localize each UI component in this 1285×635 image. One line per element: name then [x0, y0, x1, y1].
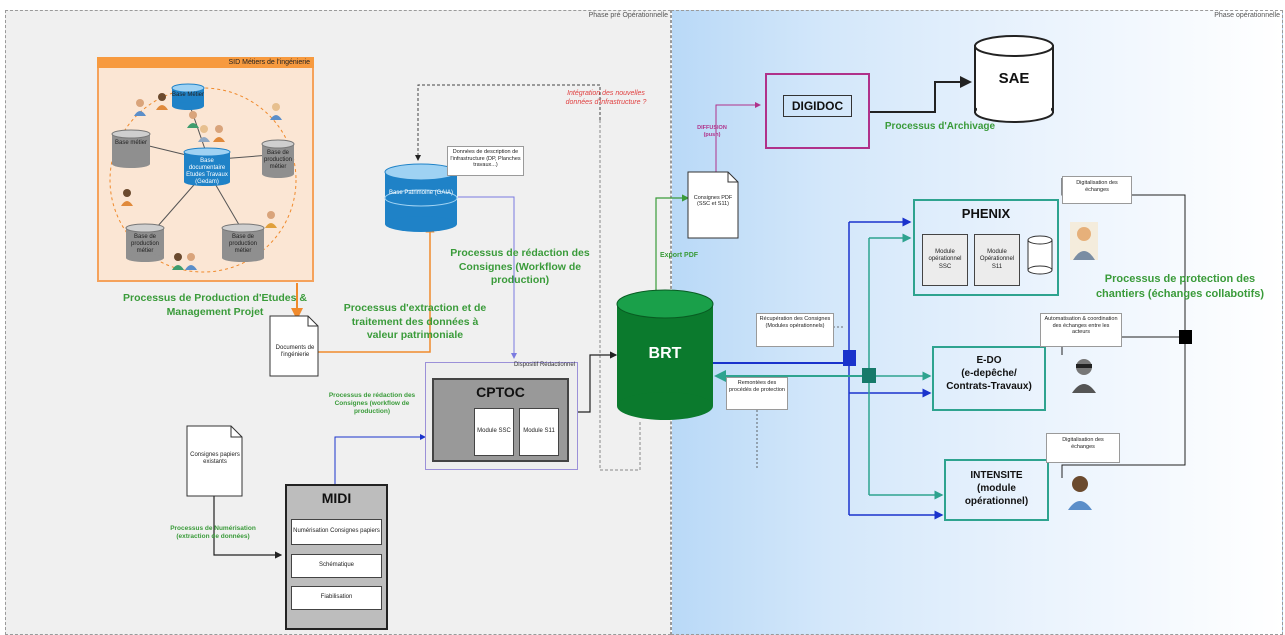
documents-ingenierie-icon: [269, 315, 319, 377]
label-base-documentaire: Base documentaire Etudes Travaux (Gedam): [186, 158, 228, 185]
sae-cylinder: [974, 35, 1054, 123]
base-patrimoine-label: Base Patrimoine (GAIA): [388, 190, 454, 196]
consignes-pdf-icon: [687, 171, 739, 239]
sid-circle: [109, 87, 297, 273]
process-production-label: Processus de Production d'Etudes & Manag…: [123, 292, 307, 318]
edo-line3: Contrats-Travaux): [946, 381, 1032, 392]
intensite-line2: (module: [977, 483, 1016, 494]
process-numerisation-label: Processus de Numérisation (extraction de…: [170, 525, 256, 540]
cptoc-module-s11[interactable]: Module S11: [519, 408, 559, 456]
edo-line2: (e-depêche/: [961, 368, 1017, 379]
label-prod-right: Base de production métier: [263, 150, 293, 170]
integration-note: Intégration des nouvelles données d'infr…: [565, 90, 647, 106]
sae-label: SAE: [998, 70, 1030, 87]
midi-item-fiabilisation[interactable]: Fiabilisation: [291, 586, 382, 610]
note-recuperation: Récupération des Consignes (Modules opér…: [756, 313, 834, 347]
note-digitalisation-1: Digitalisation des échanges: [1062, 176, 1132, 204]
phenix-module-ssc[interactable]: Module opérationnel SSC: [922, 234, 968, 286]
phenix-title: PHENIX: [961, 206, 1011, 221]
label-prod-br: Base de production métier: [228, 234, 258, 254]
process-redaction-big: Processus de rédaction des Consignes (Wo…: [450, 247, 590, 287]
phase-pre-label: Phase pré Opérationnelle: [588, 12, 668, 19]
intensite-line1: INTENSITE: [970, 470, 1023, 481]
process-extraction-label: Processus d'extraction et de traitement …: [343, 302, 487, 342]
note-automatisation: Automatisation & coordination des échang…: [1040, 313, 1122, 347]
base-patrimoine-cylinder: [384, 163, 458, 232]
diffusion-label: DIFFUSION (push): [697, 125, 727, 138]
note-donnees-description: Données de description de l'infrastructu…: [447, 146, 524, 176]
phenix-box[interactable]: [913, 199, 1059, 296]
midi-item-schematique[interactable]: Schématique: [291, 554, 382, 578]
sid-title: SID Métiers de l'ingénierie: [97, 57, 314, 68]
note-digitalisation-2: Digitalisation des échanges: [1046, 433, 1120, 463]
sid-people-icons: [121, 93, 282, 270]
edo-box[interactable]: [932, 346, 1046, 411]
cptoc-title: CPTOC: [476, 384, 525, 400]
midi-item-numerisation[interactable]: Numérisation Consignes papiers: [291, 519, 382, 545]
brt-label: BRT: [648, 345, 682, 362]
cptoc-module-ssc[interactable]: Module SSC: [474, 408, 514, 456]
black-hub-square: [1179, 330, 1192, 344]
phase-oper-label: Phase opérationnelle: [1214, 12, 1280, 19]
sid-databases: [111, 83, 295, 262]
edo-line1: E-DO: [976, 355, 1002, 366]
edo-person-icon: [1072, 359, 1096, 393]
documents-ingenierie-label: Documents de l'ingénierie: [275, 345, 315, 358]
phenix-db-icon: [1027, 235, 1053, 275]
phenix-module-s11[interactable]: Module Opérationnel S11: [974, 234, 1020, 286]
consignes-existantes-icon: [186, 425, 243, 497]
digidoc-title: DIGIDOC: [783, 95, 852, 117]
note-remontees: Remontées des procédés de protection: [726, 377, 788, 410]
label-base-metier: Base Métier: [171, 92, 204, 98]
consignes-existantes-label: Consignes papiers existants: [190, 452, 240, 465]
intensite-title: INTENSITE (module opérationnel): [944, 469, 1049, 508]
midi-title: MIDI: [321, 490, 352, 506]
teal-hub-square: [862, 368, 876, 383]
intensite-box[interactable]: [944, 459, 1049, 521]
export-pdf-label: Export PDF: [659, 252, 699, 259]
blue-hub-square: [843, 350, 856, 366]
label-base-metier-left: Base métier: [114, 140, 147, 146]
dispositif-title: Dispositif Rédactionnel: [513, 362, 575, 368]
consignes-pdf-label: Consignes PDF (SSC et S11): [693, 195, 733, 208]
phenix-person-icon: [1070, 222, 1098, 260]
intensite-person-icon: [1068, 476, 1092, 510]
process-archivage-label: Processus d'Archivage: [884, 121, 996, 132]
process-protection-label: Processus de protection des chantiers (é…: [1095, 273, 1265, 300]
digidoc-box[interactable]: [765, 73, 870, 149]
brt-cylinder: [616, 289, 714, 420]
edo-title: E-DO (e-depêche/ Contrats-Travaux): [932, 354, 1046, 393]
intensite-line3: opérationnel): [964, 496, 1029, 507]
label-prod-bl: Base de production métier: [130, 234, 160, 254]
process-redaction-small: Processus de rédaction des Consignes (wo…: [328, 392, 416, 415]
